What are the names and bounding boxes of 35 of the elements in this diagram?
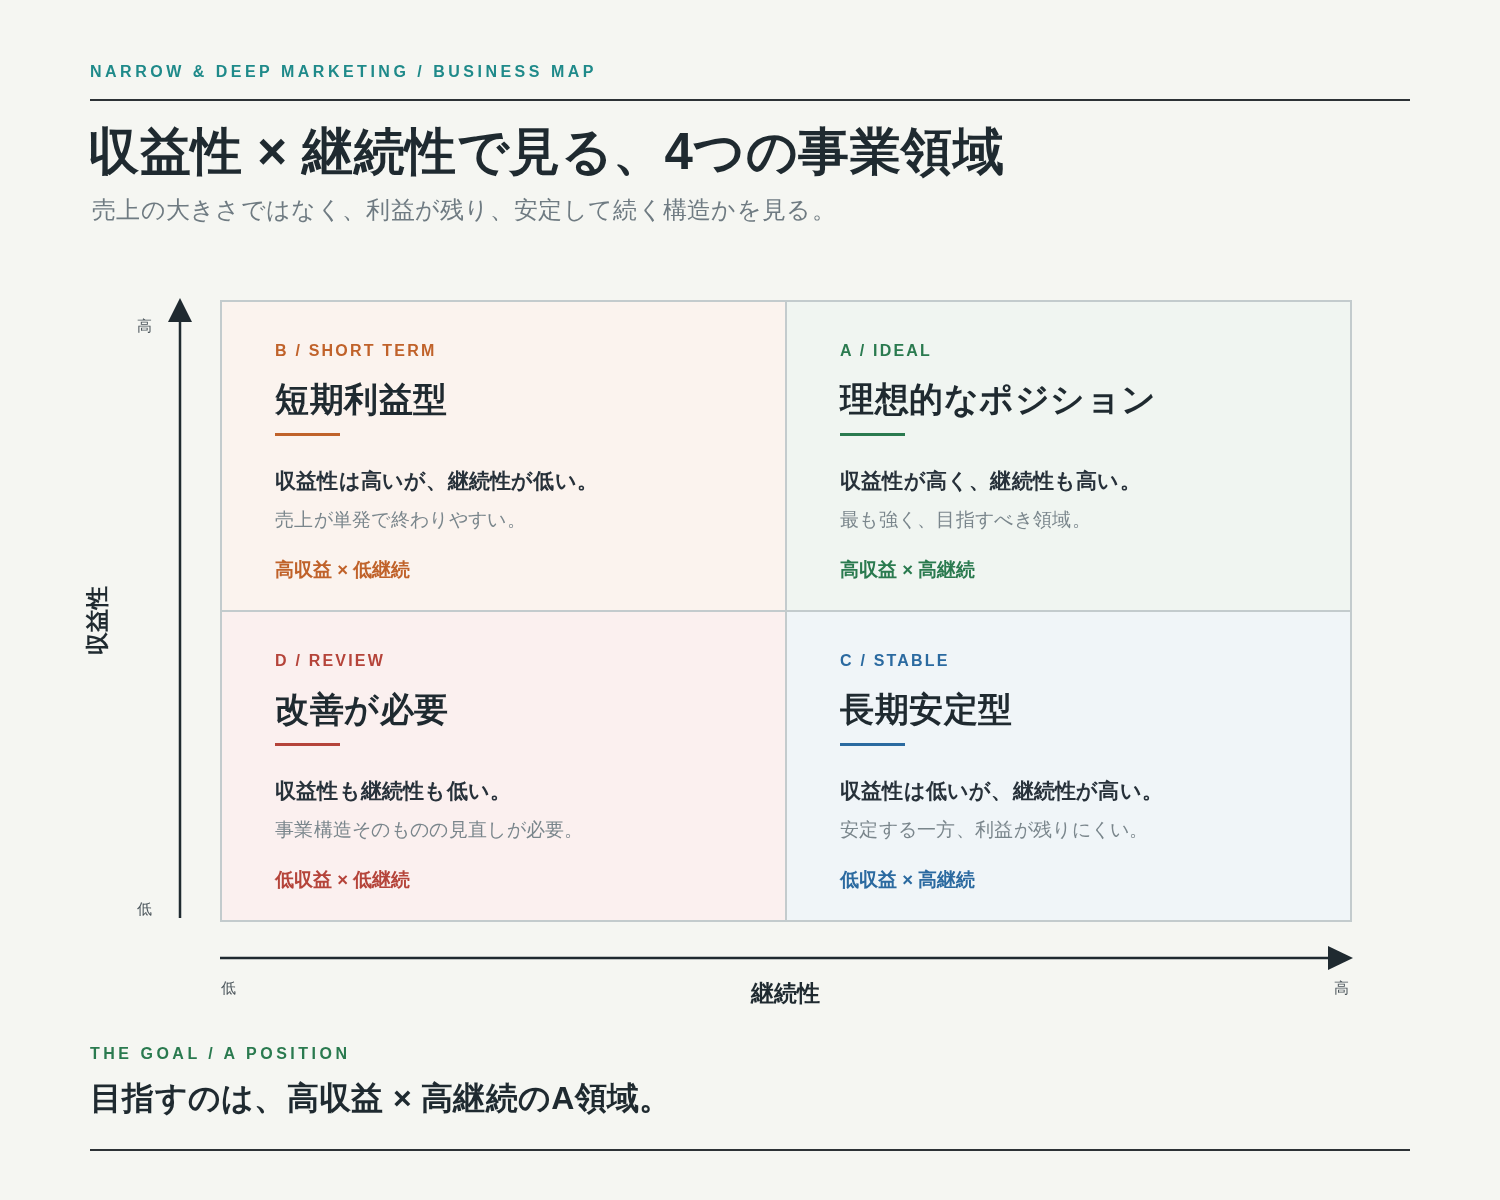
quadrant-panel (220, 300, 787, 612)
quadrant-description: 最も強く、目指すべき領域。 (840, 508, 1091, 532)
quadrant-title: 理想的なポジション (840, 378, 1157, 420)
subtitle: 売上の大きさではなく、利益が残り、安定して続く構造かを見る。 (92, 196, 836, 226)
quadrant-tag: 高収益 × 高継続 (840, 558, 976, 582)
goal-statement: 目指すのは、高収益 × 高継続のA領域。 (90, 1079, 672, 1118)
quadrant-summary: 収益性は低いが、継続性が高い。 (840, 777, 1163, 804)
axis-title: 継続性 (750, 978, 820, 1008)
quadrant-panel (785, 610, 1352, 922)
quadrant-panel (220, 610, 787, 922)
quadrant-code: D / REVIEW (275, 651, 385, 671)
goal-kicker: THE GOAL / A POSITION (90, 1044, 351, 1064)
diagram-title: 収益性 × 継続性で見る、4つの事業領域 (88, 122, 1005, 183)
quadrant-description: 安定する一方、利益が残りにくい。 (840, 818, 1149, 842)
quadrant-code: A / IDEAL (840, 341, 933, 361)
quadrant-title: 長期安定型 (840, 688, 1013, 730)
quadrant-title: 短期利益型 (275, 378, 448, 420)
header-kicker: NARROW & DEEP MARKETING / BUSINESS MAP (90, 62, 597, 82)
axis-title: 収益性 (82, 585, 111, 655)
quadrant-tag: 低収益 × 低継続 (275, 868, 411, 892)
quadrant-code: B / SHORT TERM (275, 341, 437, 361)
quadrant-tag: 低収益 × 高継続 (840, 868, 976, 892)
quadrant-code: C / STABLE (840, 651, 950, 671)
axis-tick-label: 高 (136, 316, 152, 336)
quadrant-panel (785, 300, 1352, 612)
quadrant-description: 事業構造そのものの見直しが必要。 (275, 818, 584, 842)
axis-tick-label: 高 (1333, 978, 1349, 998)
quadrant-description: 売上が単発で終わりやすい。 (275, 508, 526, 532)
quadrant-summary: 収益性も継続性も低い。 (275, 777, 512, 804)
quadrant-summary: 収益性が高く、継続性も高い。 (840, 467, 1141, 494)
axis-tick-label: 低 (136, 899, 152, 919)
quadrant-title: 改善が必要 (275, 688, 449, 730)
quadrant-summary: 収益性は高いが、継続性が低い。 (275, 467, 598, 494)
quadrant-tag: 高収益 × 低継続 (275, 558, 411, 582)
axis-tick-label: 低 (220, 978, 236, 998)
